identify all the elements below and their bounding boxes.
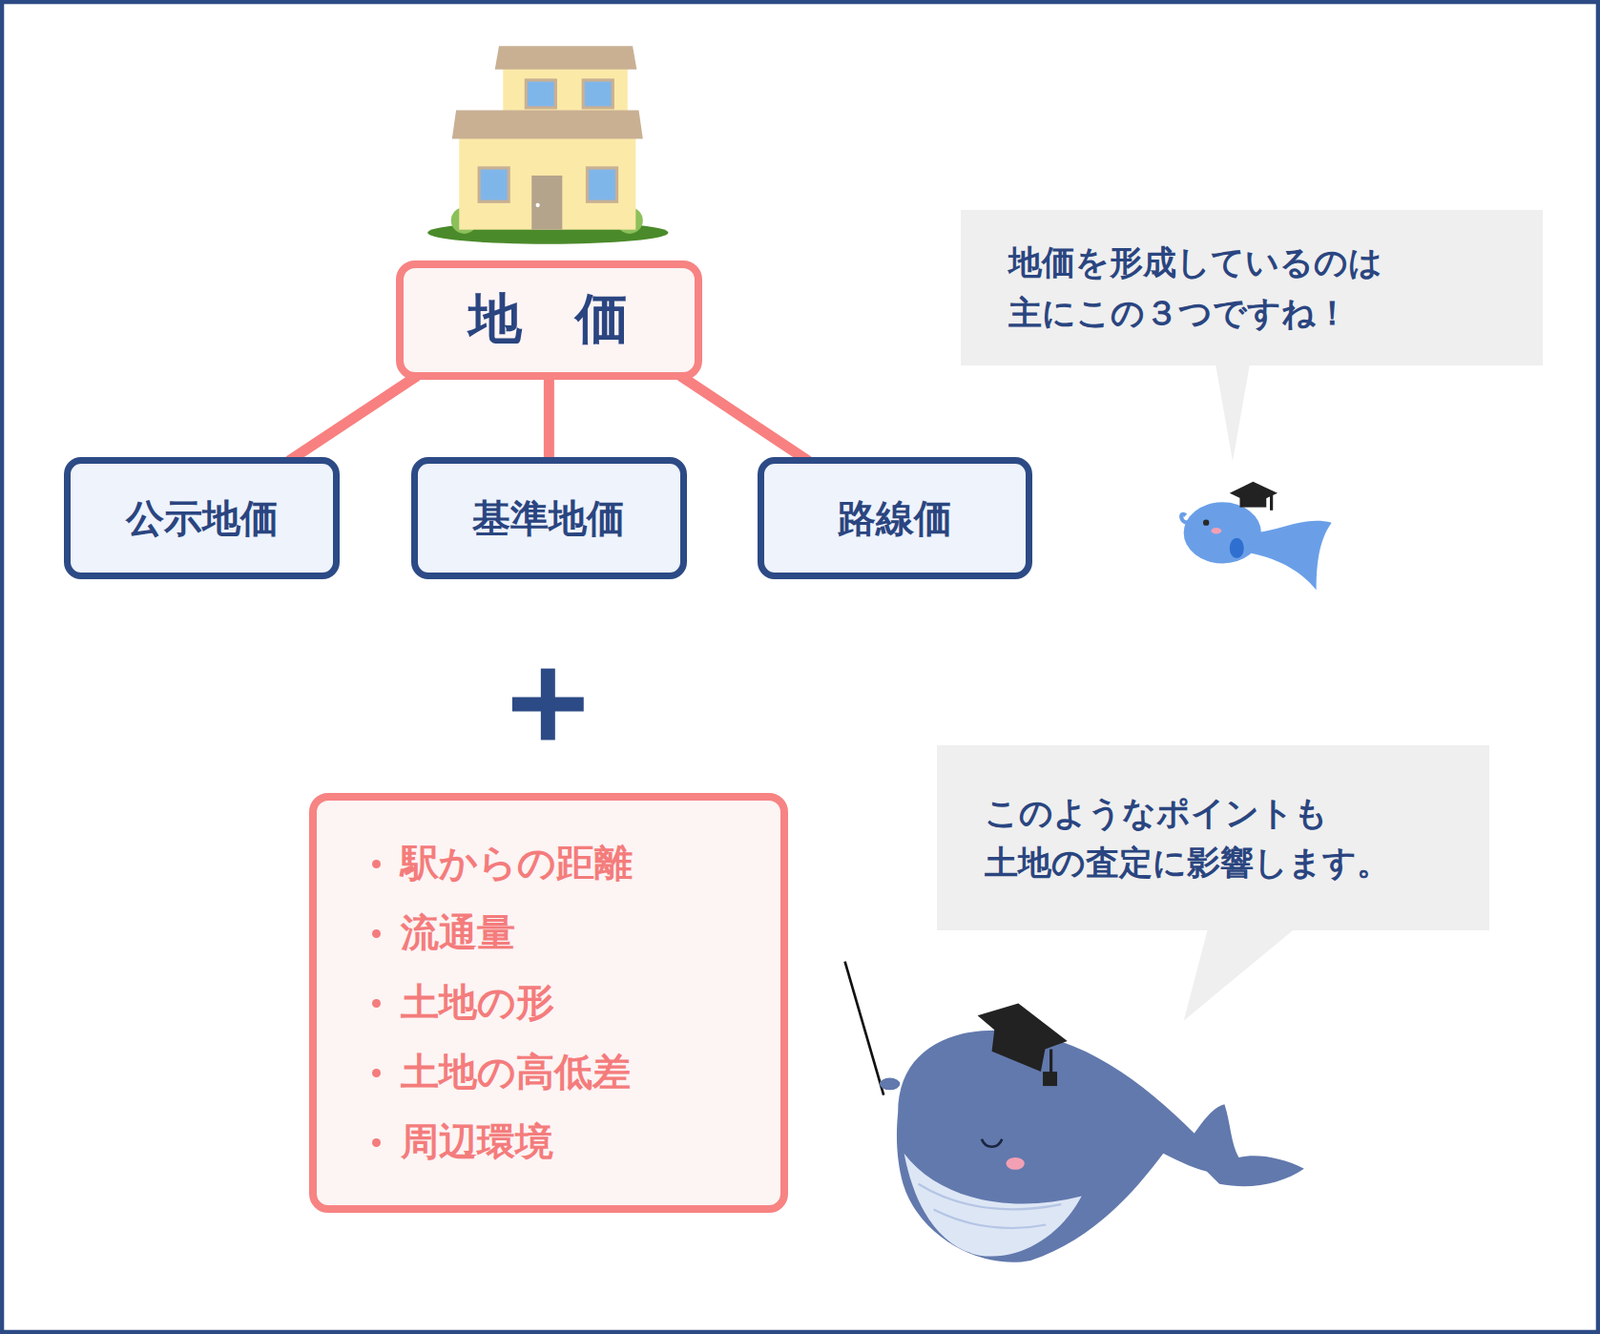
speech-text: このようなポイントも 土地の査定に影響します。 <box>984 788 1462 889</box>
factor-text: 周辺環境 <box>400 1106 752 1177</box>
factor-text: 土地の形 <box>400 967 752 1038</box>
factor-list-box: 駅からの距離流通量土地の形土地の高低差周辺環境 <box>309 792 789 1213</box>
list-item: 土地の形 <box>400 967 752 1038</box>
speech-text: 地価を形成しているのは 主にこの３つですね！ <box>1008 237 1515 338</box>
list-item: 周辺環境 <box>400 1106 752 1177</box>
house-icon <box>427 45 668 245</box>
bullet-dot <box>372 859 381 869</box>
factor-text: 土地の高低差 <box>400 1037 752 1107</box>
tree-connector <box>289 375 418 461</box>
root-box: 地 価 <box>395 260 703 380</box>
category-box: 基準地価 <box>411 457 687 580</box>
category-box: 路線価 <box>757 457 1034 580</box>
list-item: 流通量 <box>400 897 752 968</box>
speech-bubble: 地価を形成しているのは 主にこの３つですね！ <box>960 209 1543 366</box>
box-label: 地 価 <box>468 283 629 356</box>
factor-text: 流通量 <box>400 897 752 968</box>
plus-sign <box>512 668 584 741</box>
factor-text: 駅からの距離 <box>400 828 752 898</box>
fish-mascot <box>1181 481 1332 590</box>
tree-connector <box>680 375 809 461</box>
tree-connector <box>543 375 555 461</box>
bullet-dot <box>372 929 381 938</box>
whale-mascot <box>845 961 1305 1263</box>
bubble-tail <box>1214 356 1252 461</box>
bubble-tail <box>1184 923 1302 1021</box>
list-item: 駅からの距離 <box>400 828 752 898</box>
box-label: 公示地価 <box>125 492 279 545</box>
box-label: 基準地価 <box>472 492 625 545</box>
category-box: 公示地価 <box>63 457 340 580</box>
bullet-dot <box>372 998 381 1008</box>
speech-bubble: このようなポイントも 土地の査定に影響します。 <box>936 745 1491 932</box>
box-label: 路線価 <box>837 492 953 545</box>
bullet-dot <box>372 1138 381 1147</box>
list-item: 土地の高低差 <box>400 1037 752 1107</box>
bullet-dot <box>372 1068 381 1078</box>
